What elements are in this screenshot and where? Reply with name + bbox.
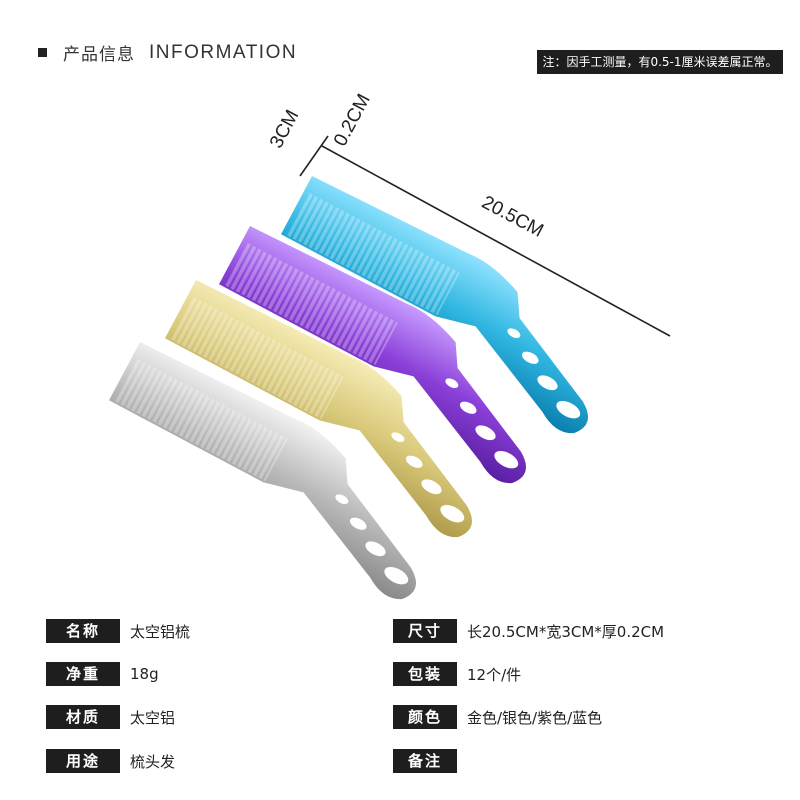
spec-value: 太空铝 [130, 708, 176, 727]
spec-label: 尺寸 [393, 619, 457, 643]
product-figure [109, 135, 671, 600]
section-header: 产品信息 INFORMATION [38, 40, 297, 65]
comb-purple [219, 226, 527, 484]
dimension-lines [299, 135, 671, 337]
spec-value: 梳头发 [130, 752, 176, 771]
spec-row-size: 尺寸 长20.5CM*宽3CM*厚0.2CM [393, 619, 664, 643]
spec-value: 金色/银色/紫色/蓝色 [467, 708, 603, 727]
header-title-en: INFORMATION [149, 41, 298, 63]
spec-label: 包装 [393, 662, 457, 686]
spec-row-weight: 净重 18g [46, 662, 159, 686]
spec-row-material: 材质 太空铝 [46, 705, 175, 729]
spec-row-remark: 备注 [393, 749, 467, 773]
header-bullet-square [38, 48, 47, 57]
spec-label: 用途 [46, 749, 120, 773]
spec-value: 18g [130, 665, 159, 683]
spec-value: 太空铝梳 [130, 622, 191, 641]
measurement-note: 注：因手工测量，有0.5-1厘米误差属正常。 [537, 50, 783, 74]
spec-label: 备注 [393, 749, 457, 773]
spec-label: 名称 [46, 619, 120, 643]
spec-label: 材质 [46, 705, 120, 729]
spec-row-usage: 用途 梳头发 [46, 749, 175, 773]
spec-value: 长20.5CM*宽3CM*厚0.2CM [467, 622, 665, 641]
spec-label: 颜色 [393, 705, 457, 729]
spec-row-color: 颜色 金色/银色/紫色/蓝色 [393, 705, 602, 729]
comb-blue [281, 176, 589, 434]
spec-row-packaging: 包装 12个/件 [393, 662, 521, 686]
spec-label: 净重 [46, 662, 120, 686]
comb-silver [109, 342, 417, 600]
header-title-zh: 产品信息 [63, 45, 135, 65]
comb-gold [165, 280, 473, 538]
spec-value: 12个/件 [467, 665, 522, 684]
spec-row-name: 名称 太空铝梳 [46, 619, 190, 643]
